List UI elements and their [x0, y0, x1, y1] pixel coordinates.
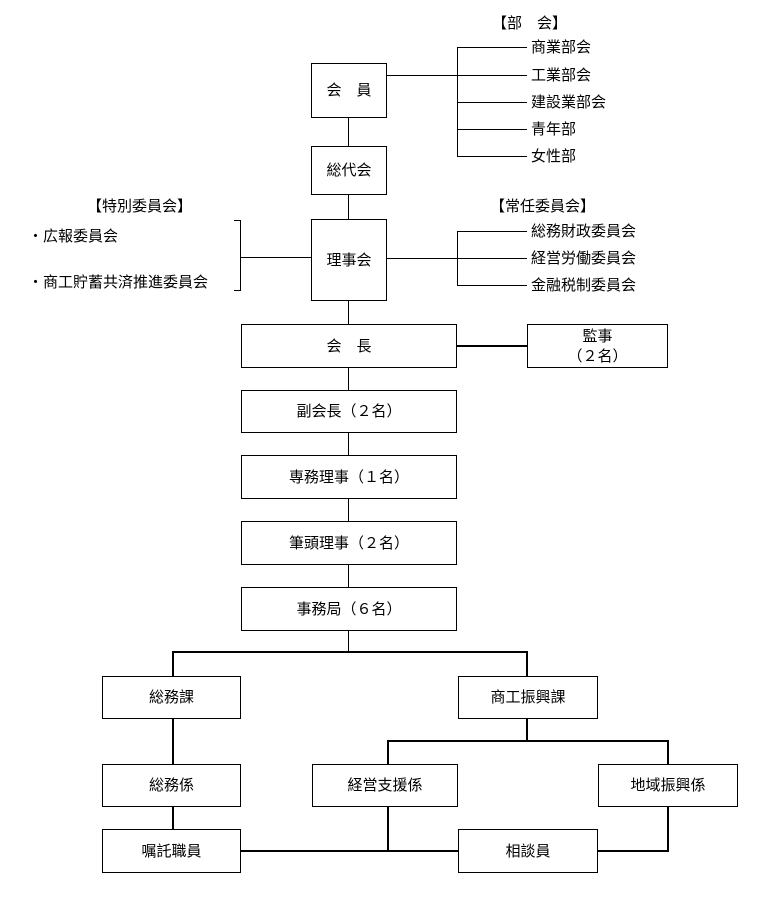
special-committees-heading: 【特別委員会】 — [87, 197, 193, 215]
connector-line — [457, 258, 527, 259]
managing-director-box: 専務理事（１名） — [241, 455, 457, 499]
connector-line — [457, 102, 527, 103]
connector-line — [240, 850, 460, 852]
connector-line — [598, 850, 669, 852]
connector-line — [387, 740, 389, 764]
consultant-label: 相談員 — [505, 841, 551, 860]
connector-line — [172, 651, 528, 653]
connector-line — [348, 118, 349, 146]
section-item: 女性部 — [531, 147, 577, 165]
connector-line — [172, 807, 174, 829]
special-committee-item: ・商工貯蓄共済推進委員会 — [28, 273, 209, 291]
special-committee-item: ・広報委員会 — [28, 227, 119, 245]
section-item: 工業部会 — [531, 66, 592, 84]
connector-line — [348, 433, 349, 455]
auditor-label: 監事 — [582, 326, 613, 345]
connector-line — [457, 285, 527, 286]
connector-line — [457, 75, 527, 76]
connector-line — [348, 565, 349, 587]
connector-line — [457, 47, 527, 48]
commerce-promotion-section-label: 商工振興課 — [490, 688, 566, 707]
connector-line — [667, 740, 669, 764]
president-box: 会 長 — [241, 324, 457, 368]
connector-line — [457, 156, 527, 157]
connector-line — [387, 807, 389, 851]
senior-director-box: 筆頭理事（２名） — [241, 521, 457, 565]
general-meeting-box: 総代会 — [311, 146, 387, 195]
standing-committee-item: 経営労働委員会 — [531, 249, 637, 267]
sections-heading: 【部 会】 — [492, 14, 568, 32]
contract-staff-label: 嘱託職員 — [141, 841, 202, 860]
consultant-box: 相談員 — [458, 829, 598, 873]
senior-director-label: 筆頭理事（２名） — [288, 533, 409, 552]
member-label: 会 員 — [326, 81, 372, 100]
connector-line — [172, 651, 174, 676]
regional-promotion-unit-label: 地域振興係 — [630, 776, 706, 795]
vice-president-box: 副会長（２名） — [241, 390, 457, 433]
standing-committee-item: 総務財政委員会 — [531, 222, 637, 240]
general-affairs-section-label: 総務課 — [148, 688, 194, 707]
connector-line — [234, 290, 241, 291]
connector-line — [526, 719, 528, 741]
auditor-count: （２名） — [567, 347, 628, 365]
connector-line — [240, 220, 241, 291]
secretariat-label: 事務局（６名） — [296, 599, 402, 618]
connector-line — [348, 631, 349, 652]
standing-committee-item: 金融税制委員会 — [531, 276, 637, 294]
general-affairs-section-box: 総務課 — [102, 676, 241, 719]
connector-line — [348, 499, 349, 521]
vice-president-label: 副会長（２名） — [296, 402, 402, 421]
connector-line — [348, 301, 349, 324]
management-support-unit-box: 経営支援係 — [312, 764, 458, 807]
connector-line — [457, 345, 527, 347]
connector-line — [526, 651, 528, 676]
connector-line — [234, 220, 241, 221]
connector-line — [457, 129, 527, 130]
regional-promotion-unit-box: 地域振興係 — [598, 764, 738, 807]
connector-line — [387, 740, 669, 742]
connector-line — [457, 231, 527, 232]
connector-line — [667, 807, 669, 851]
contract-staff-box: 嘱託職員 — [102, 829, 241, 873]
connector-line — [387, 258, 457, 259]
connector-line — [457, 47, 458, 156]
member-box: 会 員 — [311, 63, 387, 118]
section-item: 商業部会 — [531, 38, 592, 56]
general-meeting-label: 総代会 — [326, 161, 372, 180]
president-label: 会 長 — [326, 336, 372, 355]
auditor-box: 監事 （２名） — [527, 324, 668, 368]
connector-line — [387, 75, 457, 76]
section-item: 青年部 — [531, 120, 577, 138]
section-item: 建設業部会 — [531, 93, 607, 111]
connector-line — [172, 719, 174, 764]
general-affairs-unit-box: 総務係 — [102, 764, 241, 807]
secretariat-box: 事務局（６名） — [241, 587, 457, 631]
board-label: 理事会 — [326, 250, 372, 269]
commerce-promotion-section-box: 商工振興課 — [458, 676, 598, 719]
connector-line — [240, 257, 312, 258]
standing-committees-heading: 【常任委員会】 — [490, 197, 596, 215]
management-support-unit-label: 経営支援係 — [347, 776, 423, 795]
general-affairs-unit-label: 総務係 — [148, 776, 194, 795]
board-box: 理事会 — [311, 219, 387, 301]
connector-line — [348, 368, 349, 390]
managing-director-label: 専務理事（１名） — [288, 467, 409, 486]
connector-line — [348, 195, 349, 219]
